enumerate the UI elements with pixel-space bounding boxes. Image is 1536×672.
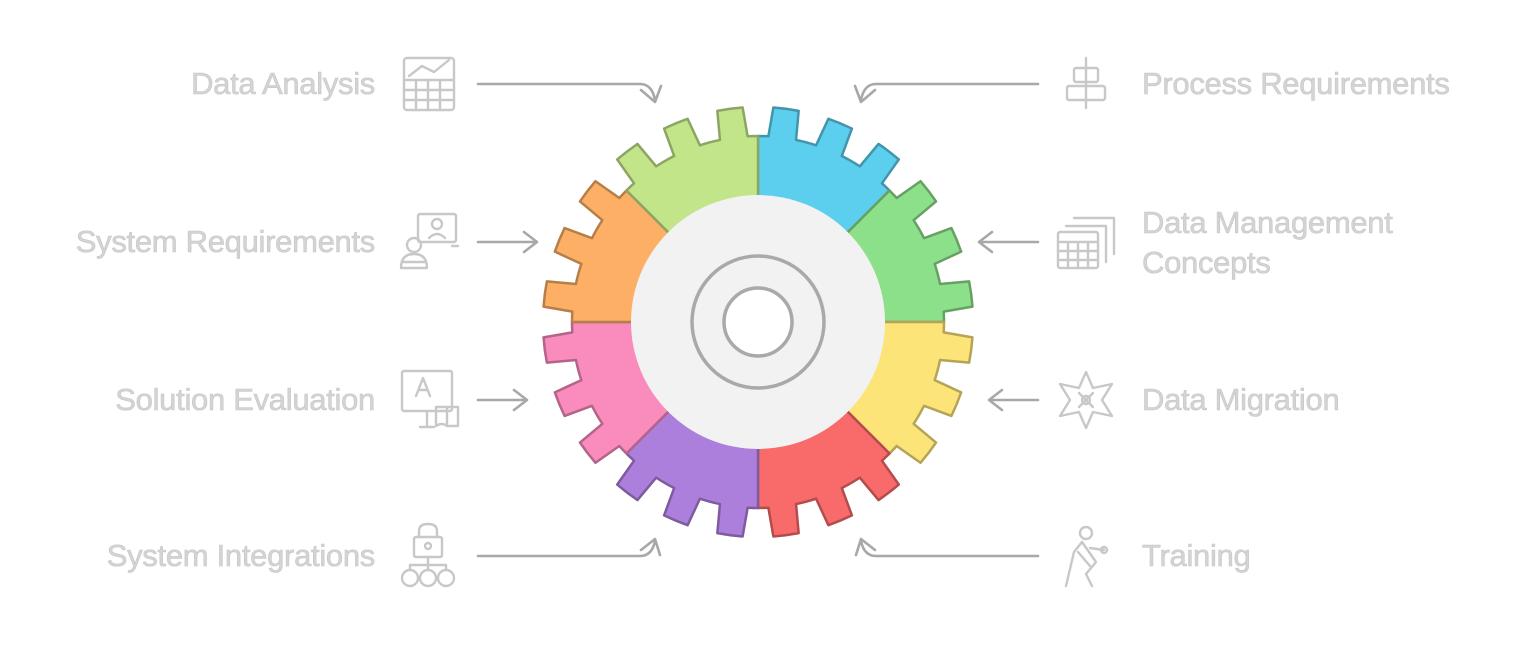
arrow-training <box>859 539 1040 558</box>
label-solution-evaluation: Solution Evaluation <box>115 382 376 418</box>
network-hierarchy-icon <box>400 522 456 588</box>
label-data-migration: Data Migration <box>1142 382 1340 418</box>
arrow-process-requirements <box>859 82 1040 102</box>
arrowhead-data-migration <box>987 388 1004 412</box>
arrowhead-data-management <box>977 230 994 254</box>
stacked-tables-icon <box>1056 216 1116 270</box>
label-system-requirements: System Requirements <box>75 224 375 260</box>
hub-outer-ring <box>690 254 826 390</box>
label-data-management-line1: Data Management <box>1142 205 1393 241</box>
label-data-management-concepts: Data Management Concepts <box>1142 203 1393 283</box>
running-person-icon <box>1064 525 1109 588</box>
label-training: Training <box>1142 538 1251 574</box>
label-process-requirements: Process Requirements <box>1142 66 1450 102</box>
hub-inner-hole <box>722 286 794 358</box>
arrowhead-training <box>854 537 877 557</box>
arrowhead-solution-evaluation <box>512 388 529 412</box>
label-system-integrations: System Integrations <box>106 538 375 574</box>
spreadsheet-chart-icon <box>402 56 456 112</box>
arrowhead-system-requirements <box>522 230 539 254</box>
compass-star-icon <box>1058 370 1114 430</box>
arrowhead-process-requirements <box>853 84 877 104</box>
label-data-management-line2: Concepts <box>1142 245 1271 281</box>
gear <box>542 106 974 538</box>
arrowhead-data-analysis <box>639 84 663 104</box>
label-data-analysis: Data Analysis <box>191 66 376 102</box>
arrowhead-system-integrations <box>639 537 662 557</box>
lesson-board-icon <box>400 369 460 429</box>
align-center-icon <box>1065 56 1107 110</box>
arrow-data-analysis <box>476 82 657 102</box>
arrow-system-integrations <box>476 539 657 558</box>
user-at-screen-icon <box>399 212 460 270</box>
